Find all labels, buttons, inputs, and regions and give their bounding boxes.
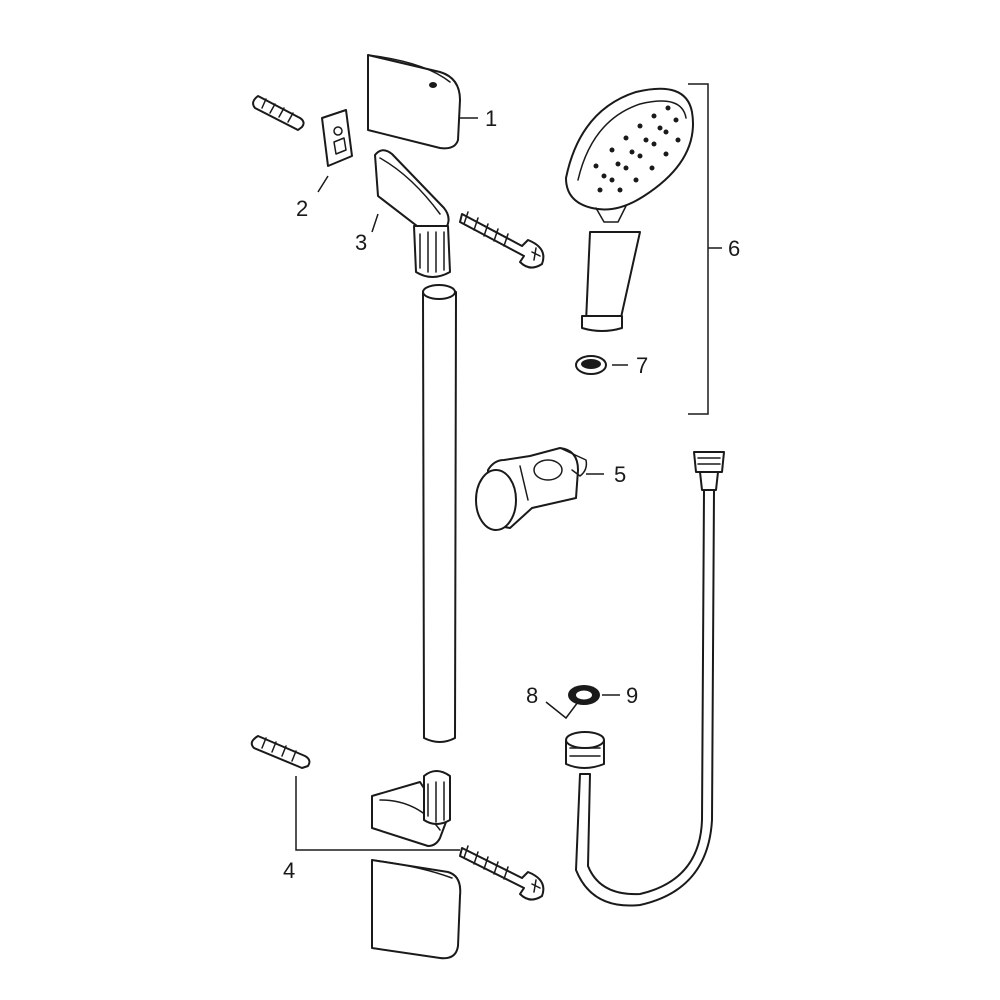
washer [568,685,600,705]
shower-hose [565,451,725,907]
callout-9: 9 [626,683,638,708]
lower-bracket [371,770,451,847]
callout-7: 7 [636,353,648,378]
callout-8: 8 [526,683,538,708]
lower-screw [459,845,545,901]
rail-tube [422,284,457,743]
bottom-cover-cap [371,859,462,960]
callout-3: 3 [355,230,367,255]
callout-5: 5 [614,462,626,487]
callout-2: 2 [296,196,308,221]
filter-screen [575,355,607,375]
callout-4: 4 [283,858,295,883]
leader-lines [295,117,628,851]
upper-bracket [374,149,451,278]
shower-holder [475,447,588,531]
callout-6: 6 [728,236,740,261]
bracket-6 [688,83,722,415]
top-cover-cap [367,54,461,150]
wall-plate [321,109,353,167]
hand-shower [565,87,694,332]
wall-anchor-bottom [250,735,311,769]
wall-anchor-top [252,95,305,131]
callout-1: 1 [485,106,497,131]
spray-nozzles [593,105,681,193]
upper-screw [459,211,545,269]
